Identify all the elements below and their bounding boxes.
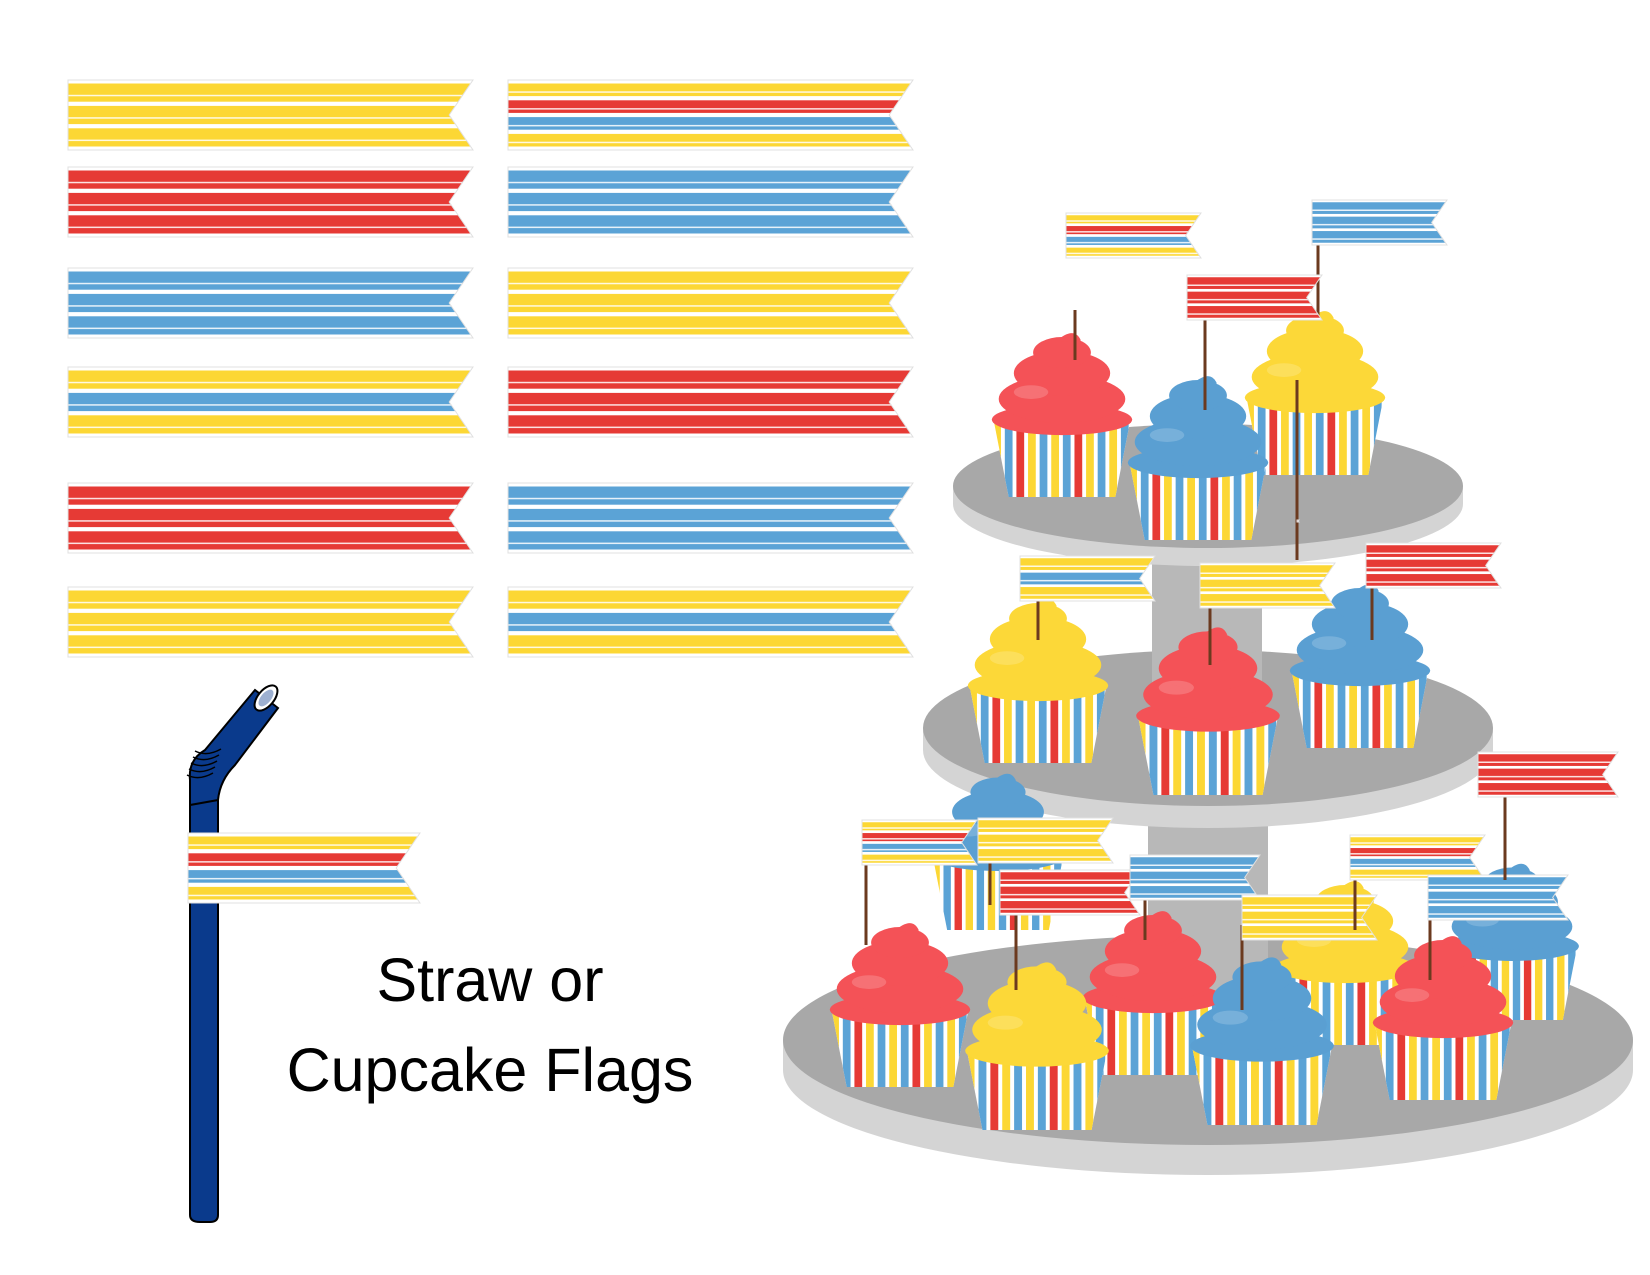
cupcake-flag [1311, 199, 1448, 246]
cupcake-flag [1065, 212, 1202, 259]
cupcake [991, 333, 1133, 497]
printable-flag [507, 586, 914, 658]
straw-flag [187, 832, 421, 904]
bendy-straw-icon [186, 684, 421, 1223]
cupcake [965, 962, 1109, 1130]
cupcake-flag [977, 817, 1114, 864]
printable-flag [507, 166, 914, 238]
cupcake-flag-pick [1349, 834, 1486, 930]
cupcake [1372, 936, 1514, 1100]
cupcake-flag [1477, 751, 1619, 798]
cupcake-flag-pick [861, 819, 978, 945]
cupcake-flag [1427, 874, 1569, 921]
cupcake [1127, 376, 1269, 540]
printable-flag [67, 166, 474, 238]
caption-line-2: Cupcake Flags [286, 1036, 694, 1104]
cupcake-flag [1186, 274, 1323, 321]
cupcake-flag [1349, 834, 1486, 881]
cupcake-flag-pick [1295, 380, 1300, 560]
cupcake-flag-pick [1240, 894, 1378, 1010]
printable-flags [67, 79, 914, 658]
cupcake [967, 599, 1109, 763]
cupcake-flag [1019, 555, 1156, 602]
cupcake-flag-pick [1365, 542, 1502, 640]
cupcake [1289, 584, 1431, 748]
cupcake-flag [1241, 894, 1378, 941]
printable-flag [67, 267, 474, 339]
cupcake-flag-pick [977, 817, 1114, 905]
cupcake-flag [1199, 562, 1336, 609]
cupcake-stand-icon [783, 199, 1633, 1175]
printable-flag [67, 366, 474, 438]
cupcake [829, 923, 971, 1087]
cupcake-flag-pick [1427, 874, 1569, 980]
cupcake-flag-pick [1199, 562, 1336, 665]
cupcake-flag [861, 819, 978, 866]
printable-flag [507, 482, 914, 554]
cupcake-flag [1296, 519, 1300, 523]
cupcake-flag-pick [1019, 555, 1156, 640]
caption: Straw or Cupcake Flags [250, 935, 730, 1115]
printable-flag [67, 586, 474, 658]
cupcake-flag-pick [1129, 854, 1261, 940]
cupcake-flag-pick [1186, 274, 1323, 410]
cupcake-flag [1129, 854, 1261, 901]
cupcake-flag-pick [999, 869, 1141, 990]
cupcake-flag-pick [1065, 212, 1202, 360]
caption-line-1: Straw or [376, 946, 604, 1014]
cupcake [1244, 311, 1386, 475]
cupcake-flag [999, 869, 1141, 916]
printable-flag [507, 366, 914, 438]
cupcake-flag [1365, 542, 1502, 589]
printable-flag [507, 267, 914, 339]
cupcake-flag-pick [1477, 751, 1619, 880]
printable-flag [67, 482, 474, 554]
printable-flag [67, 79, 474, 151]
cupcake-flag-pick [1311, 199, 1448, 320]
printable-flag [507, 79, 914, 151]
cupcake [1136, 627, 1280, 795]
